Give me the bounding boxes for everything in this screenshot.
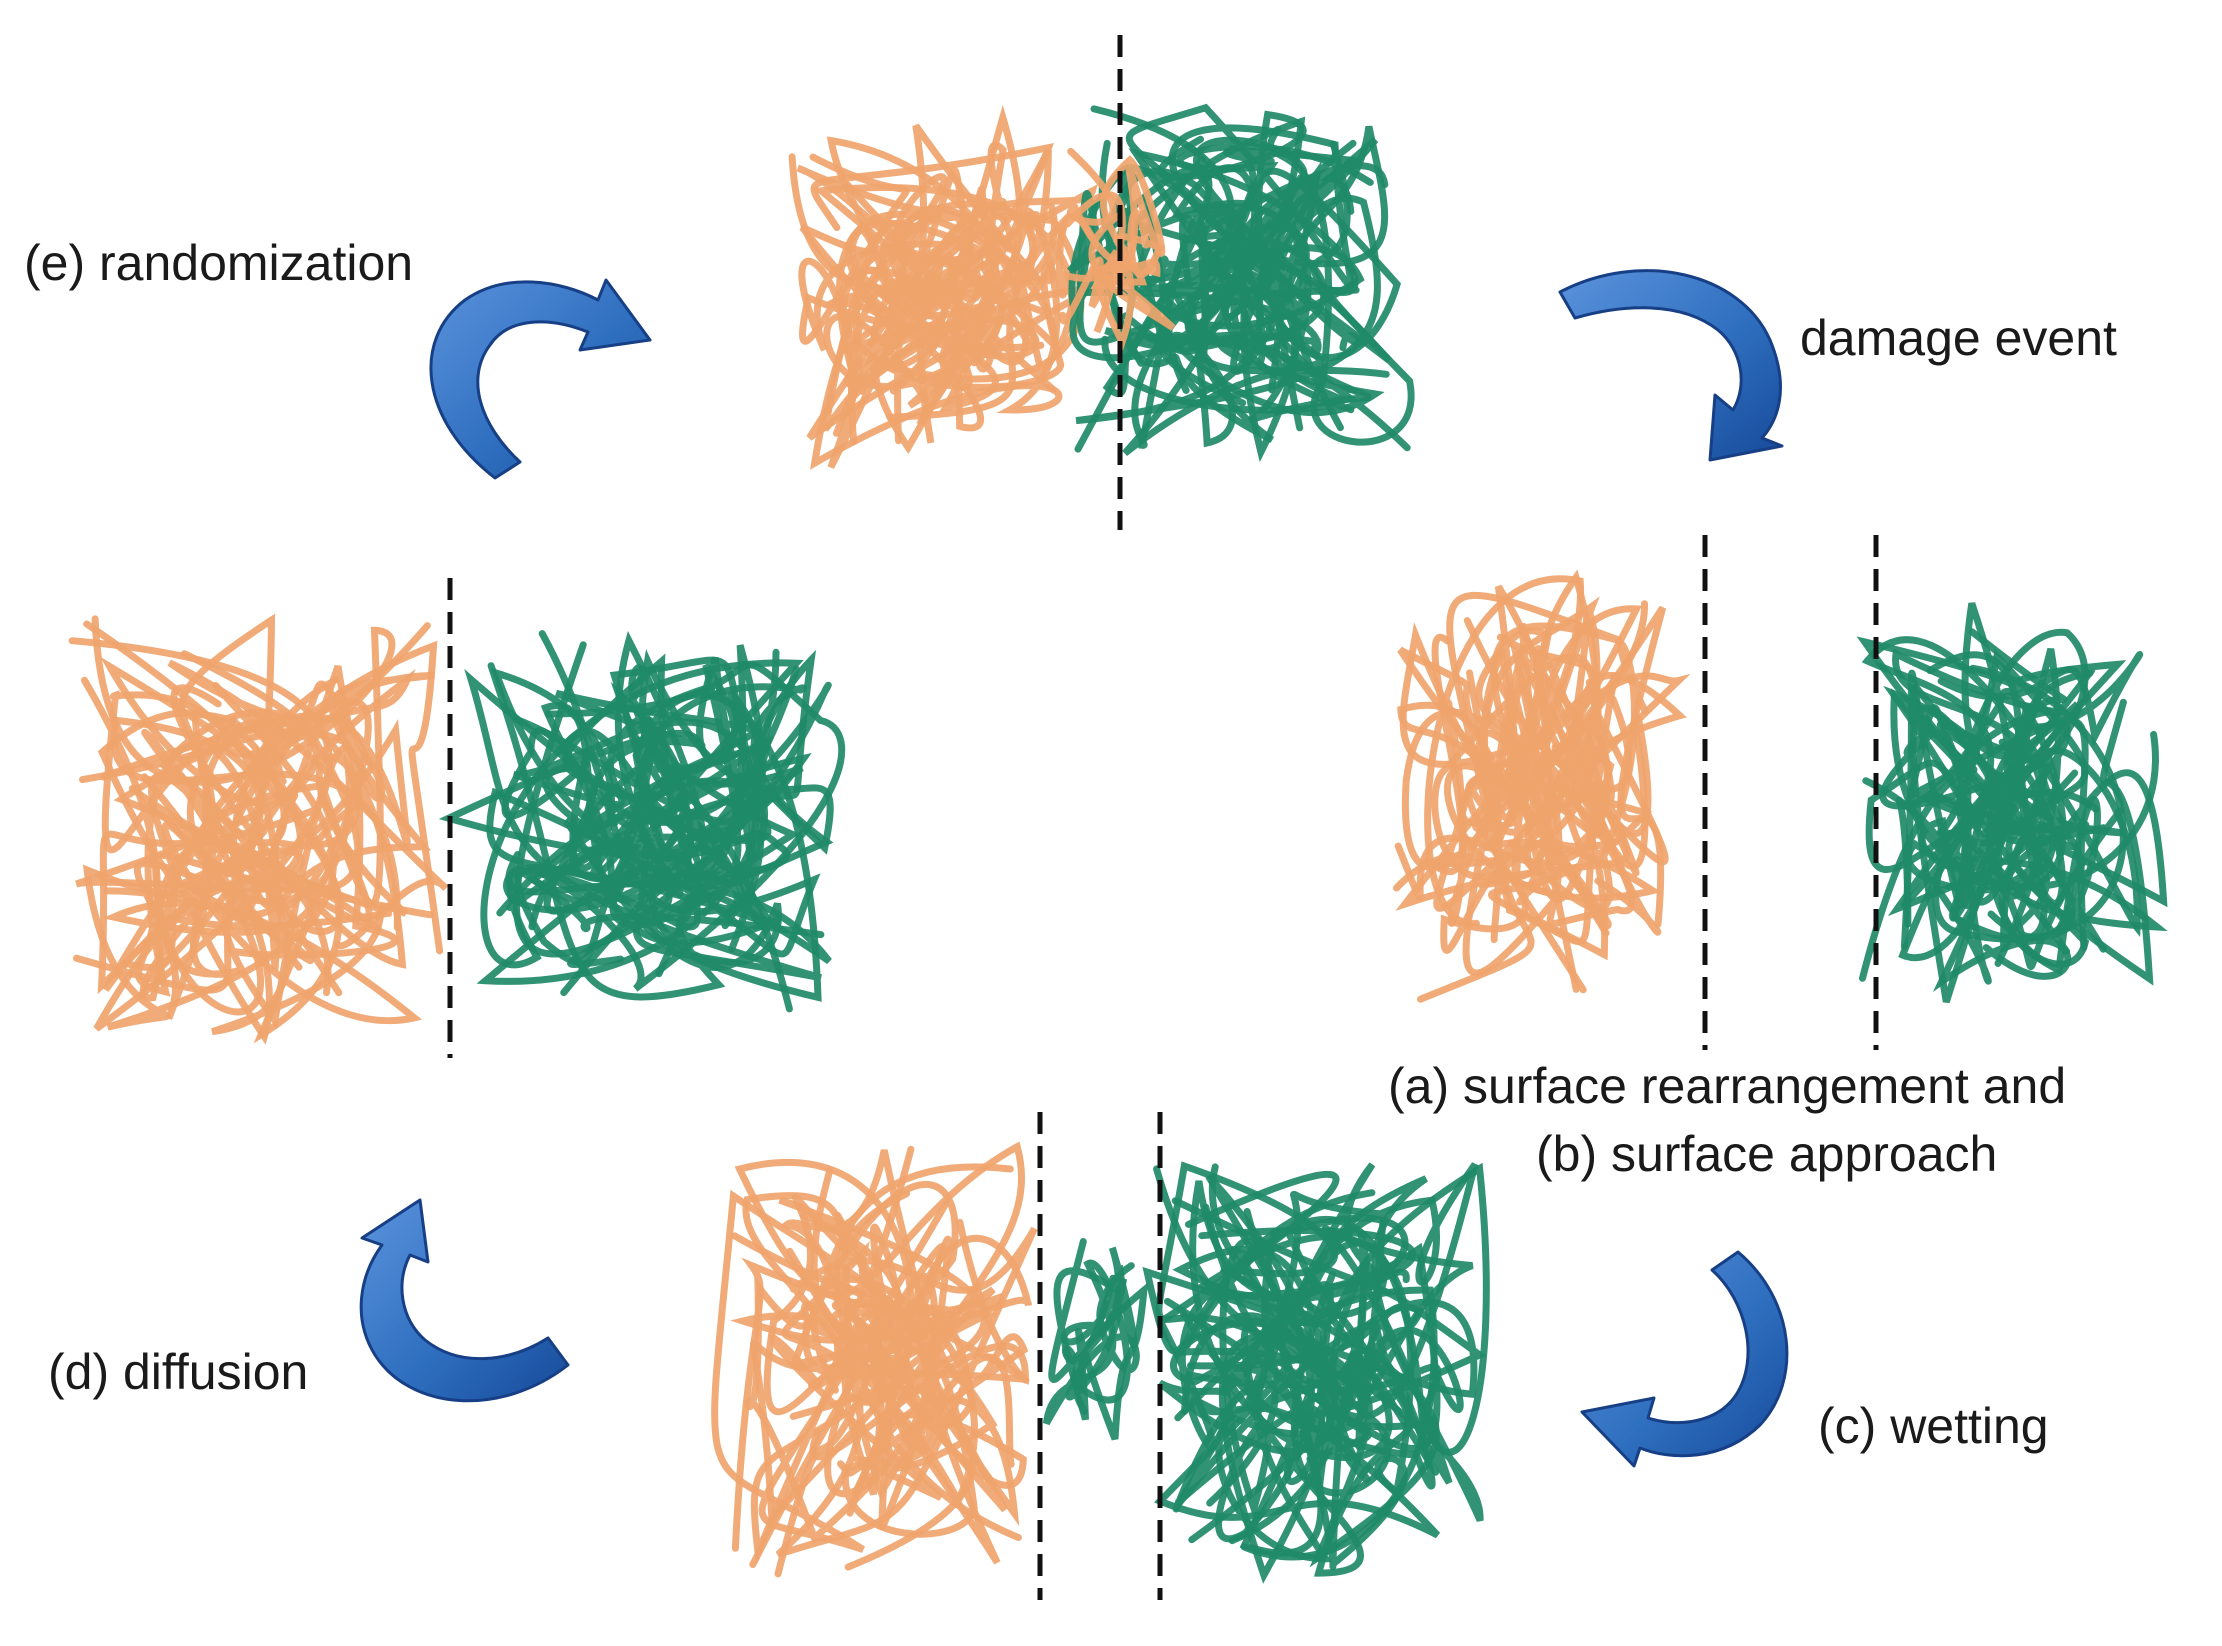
damage-event-label: damage event bbox=[1800, 310, 2117, 366]
polymer-strand bbox=[1125, 103, 1374, 334]
diffusion-label: (d) diffusion bbox=[48, 1344, 309, 1400]
polymer-strand bbox=[1059, 147, 1161, 325]
polymer-strand bbox=[809, 1167, 1032, 1565]
bottom-green-tangle bbox=[1142, 1161, 1490, 1584]
polymer-strand bbox=[1106, 209, 1165, 279]
polymer-strand bbox=[476, 777, 825, 985]
polymer-strand bbox=[91, 615, 396, 971]
left-green-tangle bbox=[438, 630, 846, 1013]
polymer-strand bbox=[799, 173, 948, 446]
polymer-strand bbox=[1446, 591, 1623, 946]
cycle-arrows bbox=[359, 269, 1789, 1468]
damage-event-arrow-icon bbox=[1558, 269, 1784, 462]
polymer-strand bbox=[1156, 1170, 1417, 1451]
polymer-strand bbox=[1067, 155, 1372, 424]
polymer-strand bbox=[1048, 1238, 1149, 1441]
randomization-label: (e) randomization bbox=[24, 235, 414, 291]
right-orange-tangle bbox=[1393, 569, 1691, 1003]
diffusion-arrow-icon bbox=[359, 1198, 570, 1403]
left-orange-tangle bbox=[68, 613, 449, 1045]
polymer-strand bbox=[1431, 653, 1669, 993]
polymer-strand bbox=[100, 659, 449, 950]
polymer-strand bbox=[1167, 195, 1299, 463]
polymer-strand bbox=[1932, 698, 2154, 992]
polymer-strand bbox=[158, 684, 409, 1036]
bottom-orange-tangle bbox=[711, 1141, 1038, 1578]
polymer-strand bbox=[1074, 167, 1364, 453]
polymer-strand bbox=[1157, 1303, 1440, 1544]
surface-rearrangement-label: (a) surface rearrangement and bbox=[1388, 1058, 2067, 1114]
polymer-strand bbox=[800, 1190, 1006, 1380]
polymer-tangles bbox=[68, 103, 2168, 1584]
wetting-label: (c) wetting bbox=[1818, 1398, 2049, 1454]
polymer-strand bbox=[810, 143, 1054, 370]
interface-lines bbox=[447, 35, 1879, 1600]
polymer-strand bbox=[82, 682, 337, 1031]
polymer-strand bbox=[638, 649, 834, 1013]
polymer-strand bbox=[496, 656, 772, 931]
polymer-strand bbox=[1883, 648, 2124, 971]
randomization-arrow-icon bbox=[429, 278, 652, 480]
top-orange-tangle bbox=[788, 104, 1098, 470]
wetting-arrow-icon bbox=[1580, 1250, 1789, 1468]
polymer-strand bbox=[540, 681, 832, 968]
polymer-strand bbox=[825, 205, 1045, 432]
bottom-bridge-tangle bbox=[1042, 1238, 1149, 1441]
surface-approach-label: (b) surface approach bbox=[1536, 1126, 1998, 1182]
polymer-strand bbox=[1266, 126, 1415, 446]
polymer-strand bbox=[781, 1241, 978, 1538]
polymer-strand bbox=[1887, 681, 2084, 941]
polymer-strand bbox=[1061, 1246, 1138, 1415]
right-green-tangle bbox=[1856, 602, 2168, 1003]
top-green-tangle bbox=[1067, 103, 1415, 463]
polymer-strand bbox=[1397, 672, 1687, 944]
